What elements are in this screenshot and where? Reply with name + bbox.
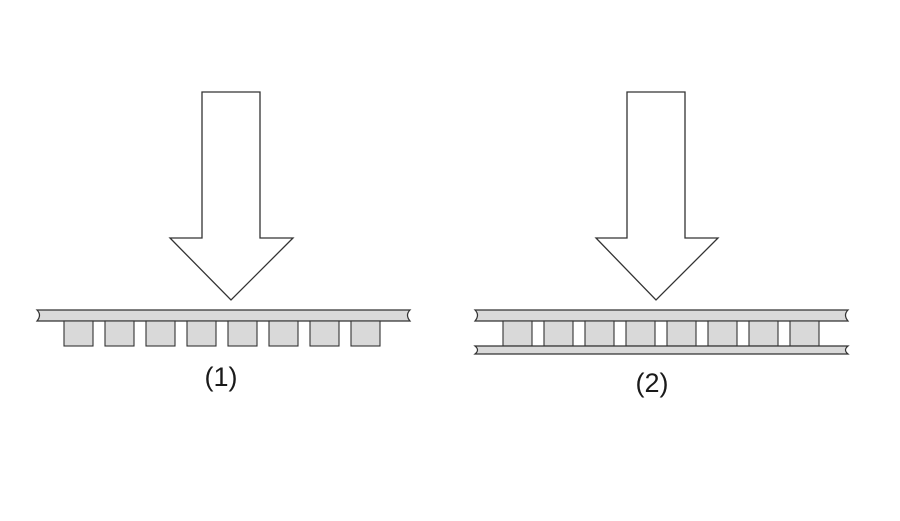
spacer-block	[145, 320, 176, 347]
bottom-plate-2	[473, 345, 850, 355]
spacer-block	[63, 320, 94, 347]
down-arrow-1	[168, 91, 295, 301]
spacer-block	[666, 320, 697, 347]
spacer-block	[789, 320, 820, 347]
spacer-block	[104, 320, 135, 347]
block-row-2	[502, 320, 820, 347]
spacer-block	[309, 320, 340, 347]
spacer-block	[584, 320, 615, 347]
figure-1	[35, 91, 412, 347]
spacer-block	[707, 320, 738, 347]
spacer-block	[543, 320, 574, 347]
spacer-block	[186, 320, 217, 347]
spacer-block	[625, 320, 656, 347]
spacer-block	[227, 320, 258, 347]
spacer-block	[748, 320, 779, 347]
spacer-block	[350, 320, 381, 347]
block-row-1	[63, 320, 381, 347]
top-plate-1	[35, 309, 412, 322]
figure-2-label: (2)	[635, 368, 669, 398]
top-plate-2	[473, 309, 850, 322]
down-arrow-2	[594, 91, 720, 301]
spacer-block	[268, 320, 299, 347]
figure-2	[473, 91, 850, 355]
spacer-block	[502, 320, 533, 347]
figure-1-label: (1)	[204, 362, 238, 392]
